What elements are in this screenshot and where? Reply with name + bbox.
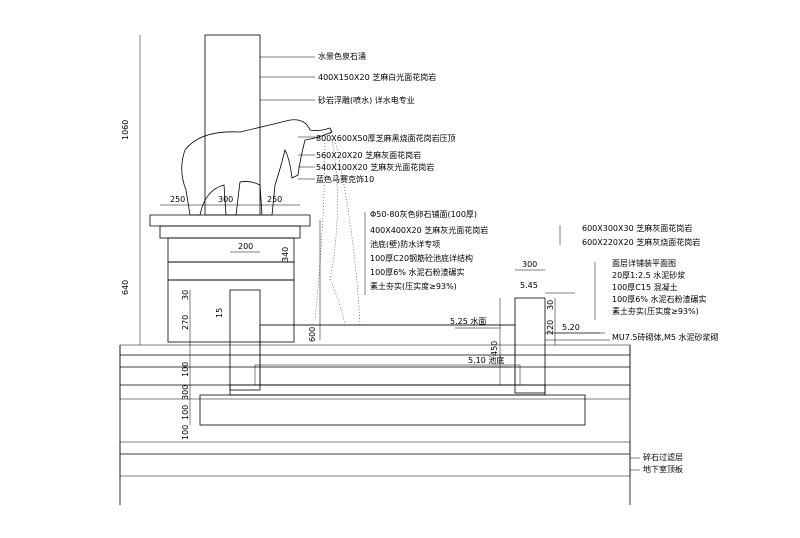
- level-545: 5.45: [520, 281, 538, 290]
- dim-h-220: 220: [546, 320, 555, 335]
- stone-column: [204, 34, 261, 216]
- dim-h-270: 270: [181, 315, 190, 330]
- dim-h-450: 450: [490, 341, 499, 356]
- dim-h-30a: 30: [181, 290, 190, 300]
- ground-layers: [119, 344, 631, 505]
- level-520: 5.20: [562, 323, 580, 332]
- label-granite-cap-stone: 400X150X20 芝麻白光面花岗岩: [318, 72, 436, 82]
- label-mosaic-tile: 蓝色马赛克饰10: [316, 174, 374, 184]
- label-granite-band-2: 540X100X20 芝麻灰光面花岗岩: [316, 162, 434, 172]
- dim-h-15: 15: [215, 308, 224, 318]
- label-c15-concrete: 100厚C15 混凝土: [612, 282, 678, 292]
- label-brick-wall: MU7.5砖砌体,M5 水泥砂浆砌: [612, 332, 719, 342]
- label-pebbles: Φ50-80灰色卵石铺面(100厚): [370, 209, 477, 219]
- dim-w-300r: 300: [522, 260, 537, 269]
- level-510: 5.10 池底: [468, 355, 504, 365]
- dim-w-250a: 250: [170, 195, 185, 204]
- dim-h-30b: 30: [546, 300, 555, 310]
- dim-h-base: 640: [121, 280, 130, 295]
- leader-lines: [260, 56, 640, 471]
- label-soil-right: 素土夯实(压实度≥93%): [612, 306, 699, 316]
- label-paving: 面层详铺装平面图: [612, 258, 676, 268]
- level-markers: [455, 292, 600, 368]
- level-525: 5.25 水面: [450, 316, 486, 326]
- dim-h-100a: 100: [181, 362, 190, 377]
- pool-structure: [199, 289, 586, 426]
- label-granite-band-1: 560X20X20 芝麻灰面花岗岩: [316, 150, 421, 160]
- callout-labels: 水景色泉石涌 400X150X20 芝麻白光面花岗岩 砂岩浮雕(喷水) 详水电专…: [316, 51, 719, 474]
- dim-w-200: 200: [238, 242, 253, 251]
- label-compacted-soil: 素土夯实(压实度≥93%): [370, 281, 457, 291]
- label-waterproofing: 池底(壁)防水详专项: [370, 239, 440, 249]
- dim-h-300: 300: [181, 385, 190, 400]
- label-lighting-note: 砂岩浮雕(喷水) 详水电专业: [318, 95, 415, 105]
- dim-h-100c: 100: [181, 425, 190, 440]
- dim-h-600: 600: [308, 327, 317, 342]
- label-mortar: 20厚1:2.5 水泥砂浆: [612, 270, 685, 280]
- label-gravel-drain: 碎石过滤层: [643, 452, 683, 462]
- dim-h-total: 1060: [121, 120, 130, 140]
- label-cement-gravel: 100厚6% 水泥石粉渣碾实: [370, 267, 465, 277]
- water-spray: [314, 129, 361, 326]
- dim-w-250b: 250: [267, 195, 282, 204]
- label-coping-side: 600X220X20 芝麻灰烧面花岗岩: [582, 237, 700, 247]
- label-rc-concrete: 100厚C20钢筋砼池底详结构: [370, 253, 473, 263]
- dim-h-100b: 100: [181, 405, 190, 420]
- label-pool-floor-granite: 400X400X20 芝麻灰光面花岗岩: [370, 225, 488, 235]
- dim-h-340: 340: [281, 247, 290, 262]
- label-cap-slab: 800X600X50厚芝麻黑烧面花岗岩压顶: [316, 133, 456, 143]
- label-fountain-source: 水景色泉石涌: [318, 51, 366, 61]
- elephant-sculpture: [149, 119, 333, 227]
- dimension-texts: 1060 640 340 600 270 30 15 100 300 100 1…: [121, 120, 580, 440]
- dim-w-300: 300: [218, 195, 233, 204]
- label-coping-top: 600X300X30 芝麻灰面花岗岩: [582, 223, 692, 233]
- label-basement-roof: 地下室顶板: [643, 464, 683, 474]
- dimension-lines: [139, 35, 556, 425]
- label-cement-stone: 100厚6% 水泥石粉渣碾实: [612, 294, 707, 304]
